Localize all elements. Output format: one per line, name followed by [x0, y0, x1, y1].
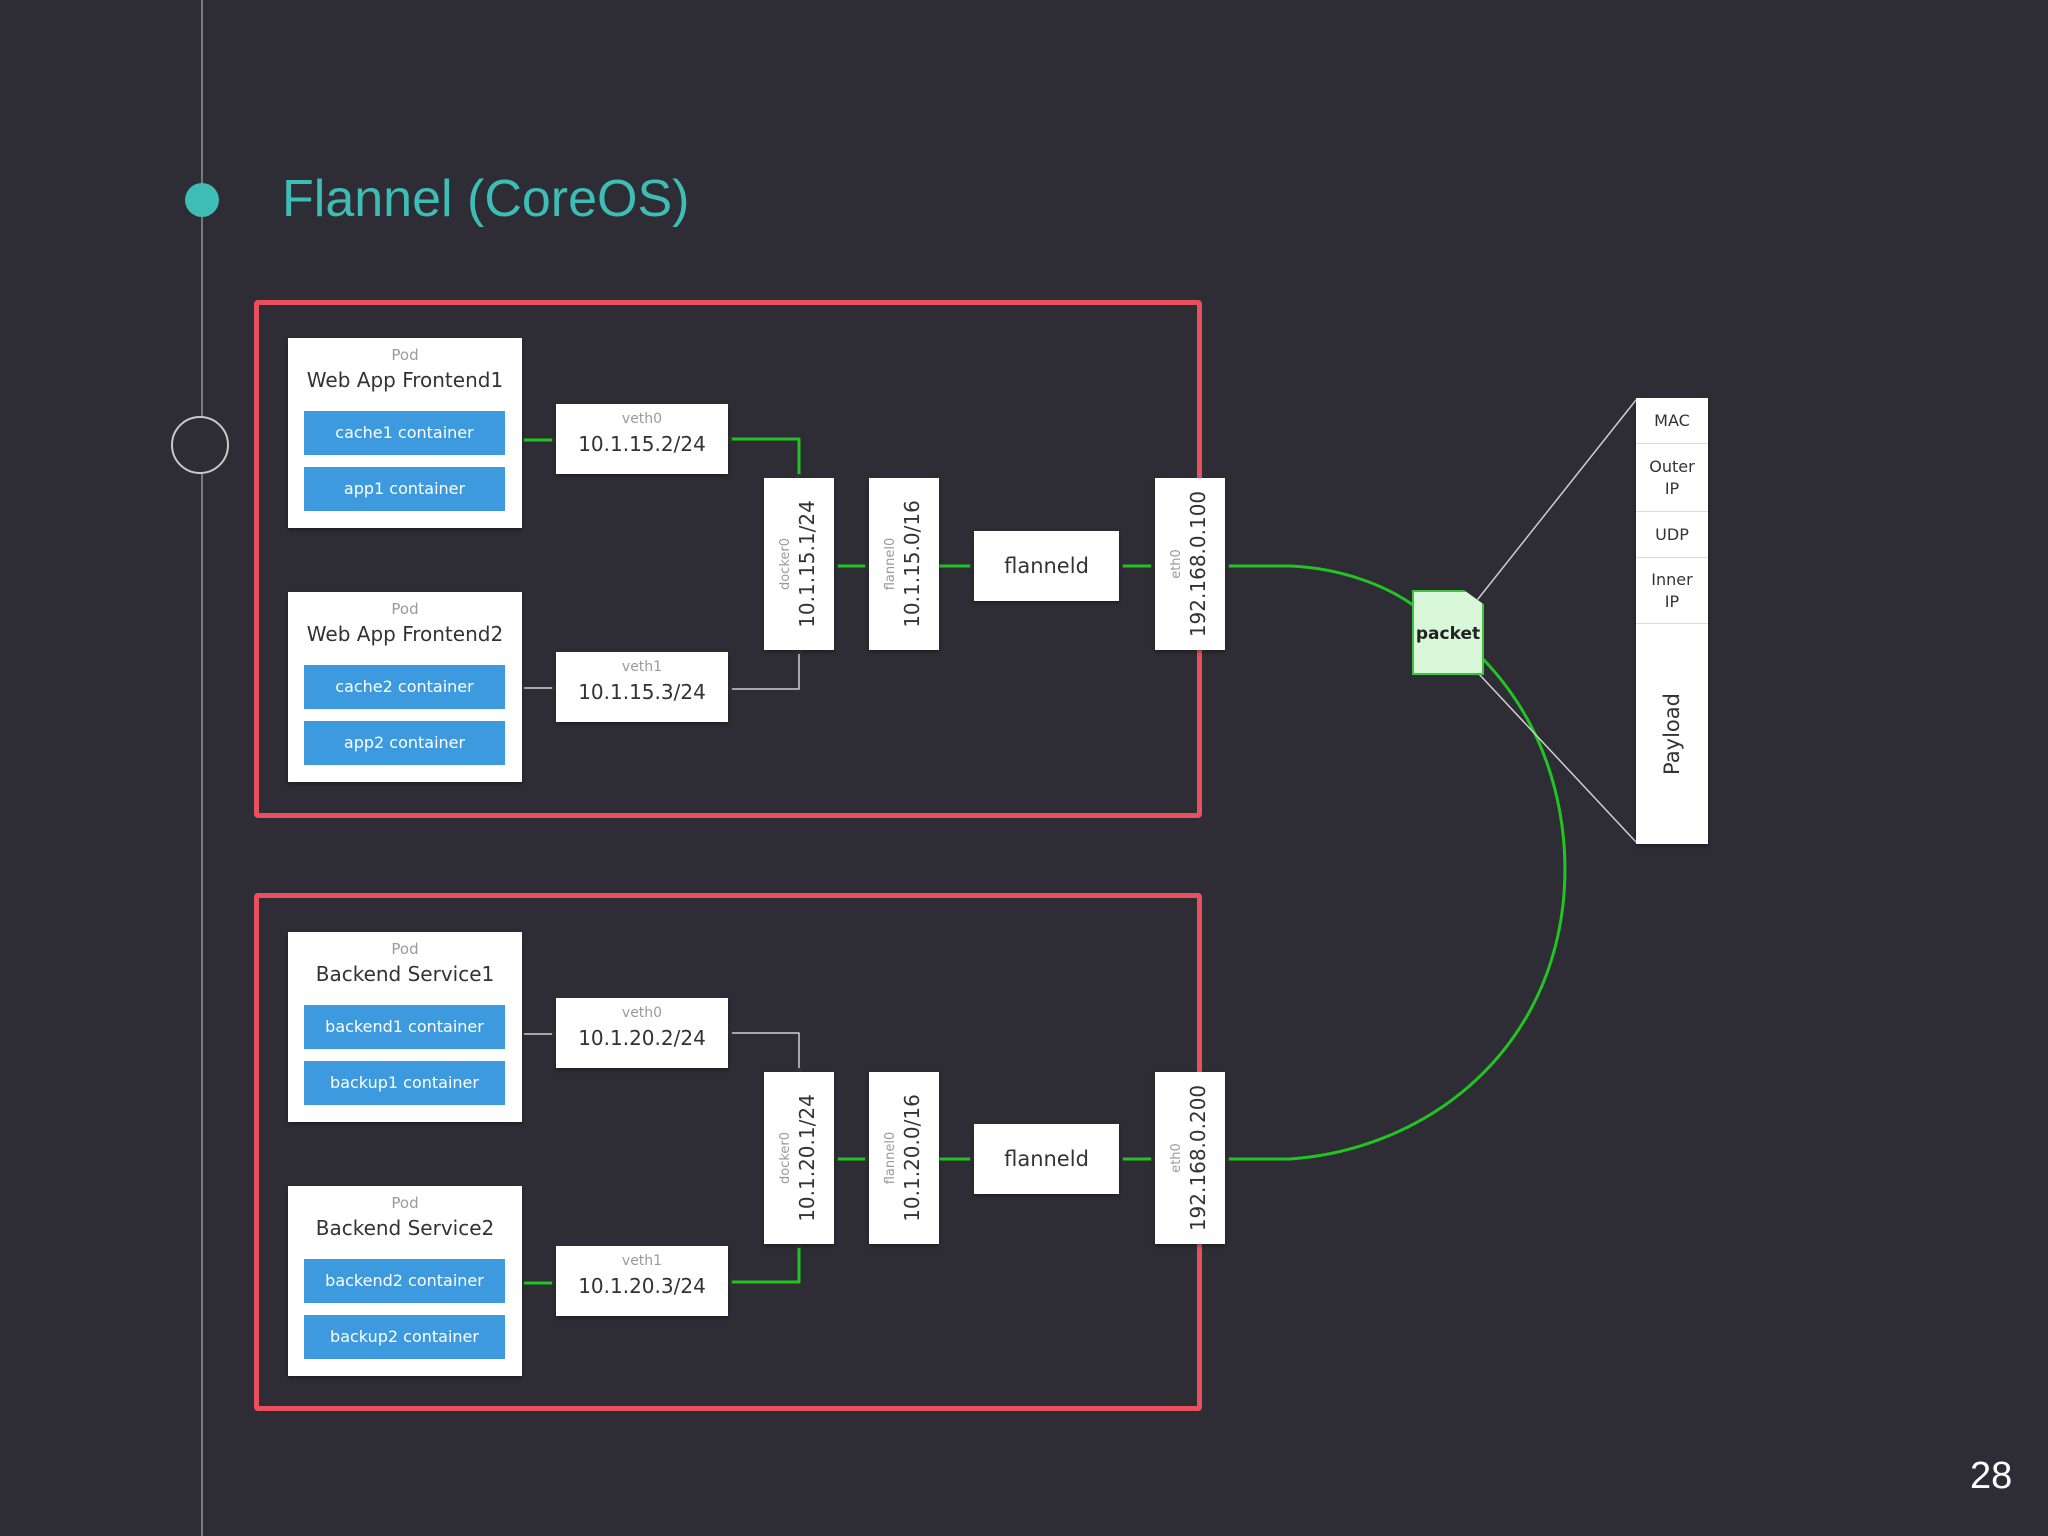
pod-backend-service2[interactable]: Pod Backend Service2 backend2 container …	[288, 1186, 522, 1376]
header-outer-ip: Outer IP	[1636, 444, 1708, 512]
veth0-interface-host1[interactable]: veth0 10.1.15.2/24	[556, 404, 728, 474]
pod-name: Web App Frontend1	[306, 368, 504, 392]
eth0-label: eth0	[1169, 549, 1184, 579]
pod-label: Pod	[391, 600, 419, 618]
eth0-ip: 192.168.0.200	[1186, 1084, 1210, 1232]
overlay-route-eth0-to-packet	[1223, 564, 1415, 607]
flannel0-ip: 10.1.20.0/16	[900, 1094, 924, 1222]
docker0-label: docker0	[778, 1131, 793, 1185]
container-backend2[interactable]: backend2 container	[304, 1259, 505, 1303]
timeline-line	[201, 0, 203, 1536]
pod-name: Backend Service1	[315, 962, 495, 986]
veth1-interface-host2[interactable]: veth1 10.1.20.3/24	[556, 1246, 728, 1316]
header-udp: UDP	[1636, 512, 1708, 558]
docker0-ip: 10.1.15.1/24	[795, 500, 819, 628]
link-veth0-docker0-2	[727, 1032, 800, 1073]
flannel0-label: flannel0	[883, 537, 898, 591]
timeline-dot-next	[171, 416, 229, 474]
veth-ip: 10.1.20.2/24	[578, 1026, 706, 1050]
flanneld-daemon-host1[interactable]: flanneld	[974, 531, 1119, 601]
flannel0-ip: 10.1.15.0/16	[900, 500, 924, 628]
pod-label: Pod	[391, 346, 419, 364]
slide-title: Flannel (CoreOS)	[282, 170, 690, 228]
link-veth1-docker0-2	[726, 1242, 801, 1284]
packet-zoom-line-bottom	[1477, 672, 1637, 843]
container-backup1[interactable]: backup1 container	[304, 1061, 505, 1105]
header-payload: Payload	[1660, 693, 1684, 775]
veth-ip: 10.1.20.3/24	[578, 1274, 706, 1298]
veth1-interface-host1[interactable]: veth1 10.1.15.3/24	[556, 652, 728, 722]
packet-zoom-line-top	[1477, 399, 1637, 600]
pod-name: Backend Service2	[315, 1216, 495, 1240]
veth0-interface-host2[interactable]: veth0 10.1.20.2/24	[556, 998, 728, 1068]
veth-label: veth1	[621, 1253, 663, 1269]
veth-label: veth0	[621, 411, 663, 427]
timeline-dot-active	[185, 183, 219, 217]
container-cache2[interactable]: cache2 container	[304, 665, 505, 709]
container-backend1[interactable]: backend1 container	[304, 1005, 505, 1049]
overlay-route-packet-to-eth0	[1223, 658, 1567, 1161]
flannel0-label: flannel0	[883, 1131, 898, 1185]
pod-web-app-frontend1[interactable]: Pod Web App Frontend1 cache1 container a…	[288, 338, 522, 528]
container-app1[interactable]: app1 container	[304, 467, 505, 511]
pod-web-app-frontend2[interactable]: Pod Web App Frontend2 cache2 container a…	[288, 592, 522, 782]
flanneld-daemon-host2[interactable]: flanneld	[974, 1124, 1119, 1194]
container-backup2[interactable]: backup2 container	[304, 1315, 505, 1359]
docker0-label: docker0	[778, 537, 793, 591]
packet-icon[interactable]: packet	[1412, 590, 1484, 675]
header-inner-ip: Inner IP	[1636, 558, 1708, 624]
link-veth1-docker0	[727, 649, 800, 690]
page-number: 28	[1970, 1455, 2013, 1497]
docker0-ip: 10.1.20.1/24	[795, 1094, 819, 1222]
container-app2[interactable]: app2 container	[304, 721, 505, 765]
packet-header-stack: MAC Outer IP UDP Inner IP Payload	[1636, 398, 1708, 844]
veth-ip: 10.1.15.2/24	[578, 432, 706, 456]
header-payload-cell: Payload	[1636, 624, 1708, 844]
veth-label: veth1	[621, 659, 663, 675]
veth-ip: 10.1.15.3/24	[578, 680, 706, 704]
container-cache1[interactable]: cache1 container	[304, 411, 505, 455]
link-veth0-docker0	[726, 437, 801, 480]
veth-label: veth0	[621, 1005, 663, 1021]
pod-name: Web App Frontend2	[306, 622, 504, 646]
header-mac: MAC	[1636, 398, 1708, 444]
pod-label: Pod	[391, 1194, 419, 1212]
pod-label: Pod	[391, 940, 419, 958]
eth0-label: eth0	[1169, 1143, 1184, 1173]
eth0-ip: 192.168.0.100	[1186, 490, 1210, 638]
pod-backend-service1[interactable]: Pod Backend Service1 backend1 container …	[288, 932, 522, 1122]
